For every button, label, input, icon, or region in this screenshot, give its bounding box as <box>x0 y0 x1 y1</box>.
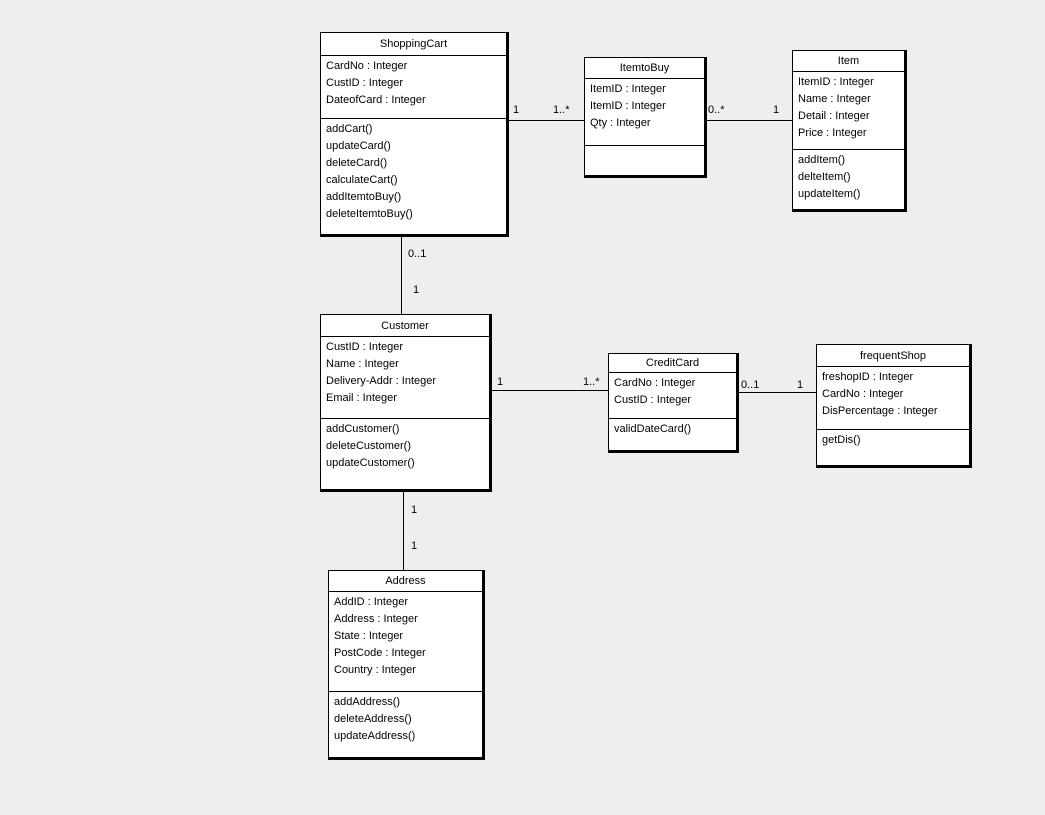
multiplicity-label: 1 <box>773 104 780 116</box>
multiplicity-label: 1 <box>513 104 520 116</box>
method-row: deleteItemtoBuy() <box>326 208 413 220</box>
association-line-shoppingcart-customer <box>401 236 402 314</box>
multiplicity-label: 0..1 <box>741 379 760 391</box>
attribute-row: State : Integer <box>334 630 404 642</box>
class-name: ShoppingCart <box>321 33 506 56</box>
attribute-row: Address : Integer <box>334 613 418 625</box>
attribute-row: DateofCard : Integer <box>326 94 426 106</box>
multiplicity-label: 0..1 <box>408 248 427 260</box>
attributes-compartment: CardNo : Integer CustID : Integer Dateof… <box>321 56 506 119</box>
methods-compartment: addCart() updateCard() deleteCard() calc… <box>321 119 506 234</box>
class-box-item[interactable]: Item ItemID : Integer Name : Integer Det… <box>792 50 907 212</box>
attribute-row: Name : Integer <box>326 358 399 370</box>
association-line-itemtobuy-item <box>705 120 792 121</box>
method-row: updateAddress() <box>334 730 416 742</box>
multiplicity-label: 1..* <box>553 104 570 116</box>
attribute-row: Name : Integer <box>798 93 871 105</box>
attribute-row: CardNo : Integer <box>614 377 696 389</box>
class-box-shoppingcart[interactable]: ShoppingCart CardNo : Integer CustID : I… <box>320 32 509 237</box>
method-row: addCustomer() <box>326 423 400 435</box>
association-line-shoppingcart-itemtobuy <box>506 120 584 121</box>
method-row: calculateCart() <box>326 174 398 186</box>
method-row: getDis() <box>822 434 861 446</box>
attribute-row: Detail : Integer <box>798 110 870 122</box>
attributes-compartment: ItemID : Integer ItemID : Integer Qty : … <box>585 79 704 146</box>
attributes-compartment: AddID : Integer Address : Integer State … <box>329 592 482 692</box>
method-row: delteItem() <box>798 171 851 183</box>
class-name: Customer <box>321 315 489 337</box>
attribute-row: Qty : Integer <box>590 117 651 129</box>
methods-compartment: validDateCard() <box>609 419 736 450</box>
attributes-compartment: ItemID : Integer Name : Integer Detail :… <box>793 72 904 150</box>
attribute-row: CardNo : Integer <box>822 388 904 400</box>
attribute-row: Delivery-Addr : Integer <box>326 375 437 387</box>
attribute-row: Email : Integer <box>326 392 397 404</box>
methods-compartment: addCustomer() deleteCustomer() updateCus… <box>321 419 489 489</box>
attribute-row: Country : Integer <box>334 664 416 676</box>
method-row: addItem() <box>798 154 846 166</box>
multiplicity-label: 1 <box>413 284 420 296</box>
methods-compartment <box>585 146 704 175</box>
attribute-row: ItemID : Integer <box>798 76 874 88</box>
multiplicity-label: 1 <box>497 376 504 388</box>
attribute-row: AddID : Integer <box>334 596 408 608</box>
class-box-customer[interactable]: Customer CustID : Integer Name : Integer… <box>320 314 492 492</box>
attribute-row: ItemID : Integer <box>590 100 666 112</box>
association-line-creditcard-frequentshop <box>738 392 816 393</box>
multiplicity-label: 1 <box>411 540 418 552</box>
attribute-row: CardNo : Integer <box>326 60 408 72</box>
attribute-row: CustID : Integer <box>326 341 404 353</box>
methods-compartment: getDis() <box>817 430 969 465</box>
class-name: frequentShop <box>817 345 969 367</box>
multiplicity-label: 0..* <box>708 104 725 116</box>
association-line-customer-address <box>403 491 404 570</box>
association-line-customer-creditcard <box>491 390 608 391</box>
class-name: Item <box>793 51 904 72</box>
method-row: deleteCustomer() <box>326 440 411 452</box>
class-box-itemtobuy[interactable]: ItemtoBuy ItemID : Integer ItemID : Inte… <box>584 57 707 178</box>
attribute-row: DisPercentage : Integer <box>822 405 938 417</box>
class-name: Address <box>329 571 482 592</box>
attribute-row: CustID : Integer <box>326 77 404 89</box>
method-row: updateCustomer() <box>326 457 415 469</box>
class-box-frequentshop[interactable]: frequentShop freshopID : Integer CardNo … <box>816 344 972 468</box>
method-row: addAddress() <box>334 696 401 708</box>
multiplicity-label: 1 <box>797 379 804 391</box>
method-row: updateItem() <box>798 188 861 200</box>
method-row: deleteCard() <box>326 157 388 169</box>
multiplicity-label: 1 <box>411 504 418 516</box>
methods-compartment: addItem() delteItem() updateItem() <box>793 150 904 209</box>
multiplicity-label: 1..* <box>583 376 600 388</box>
attributes-compartment: freshopID : Integer CardNo : Integer Dis… <box>817 367 969 430</box>
attribute-row: PostCode : Integer <box>334 647 426 659</box>
method-row: addCart() <box>326 123 373 135</box>
attribute-row: CustID : Integer <box>614 394 692 406</box>
methods-compartment: addAddress() deleteAddress() updateAddre… <box>329 692 482 757</box>
attribute-row: freshopID : Integer <box>822 371 914 383</box>
method-row: validDateCard() <box>614 423 692 435</box>
class-box-creditcard[interactable]: CreditCard CardNo : Integer CustID : Int… <box>608 353 739 453</box>
method-row: deleteAddress() <box>334 713 412 725</box>
class-name: ItemtoBuy <box>585 58 704 79</box>
attribute-row: ItemID : Integer <box>590 83 666 95</box>
class-name: CreditCard <box>609 354 736 373</box>
method-row: addItemtoBuy() <box>326 191 402 203</box>
attributes-compartment: CustID : Integer Name : Integer Delivery… <box>321 337 489 419</box>
method-row: updateCard() <box>326 140 391 152</box>
class-box-address[interactable]: Address AddID : Integer Address : Intege… <box>328 570 485 760</box>
attribute-row: Price : Integer <box>798 127 867 139</box>
attributes-compartment: CardNo : Integer CustID : Integer <box>609 373 736 419</box>
